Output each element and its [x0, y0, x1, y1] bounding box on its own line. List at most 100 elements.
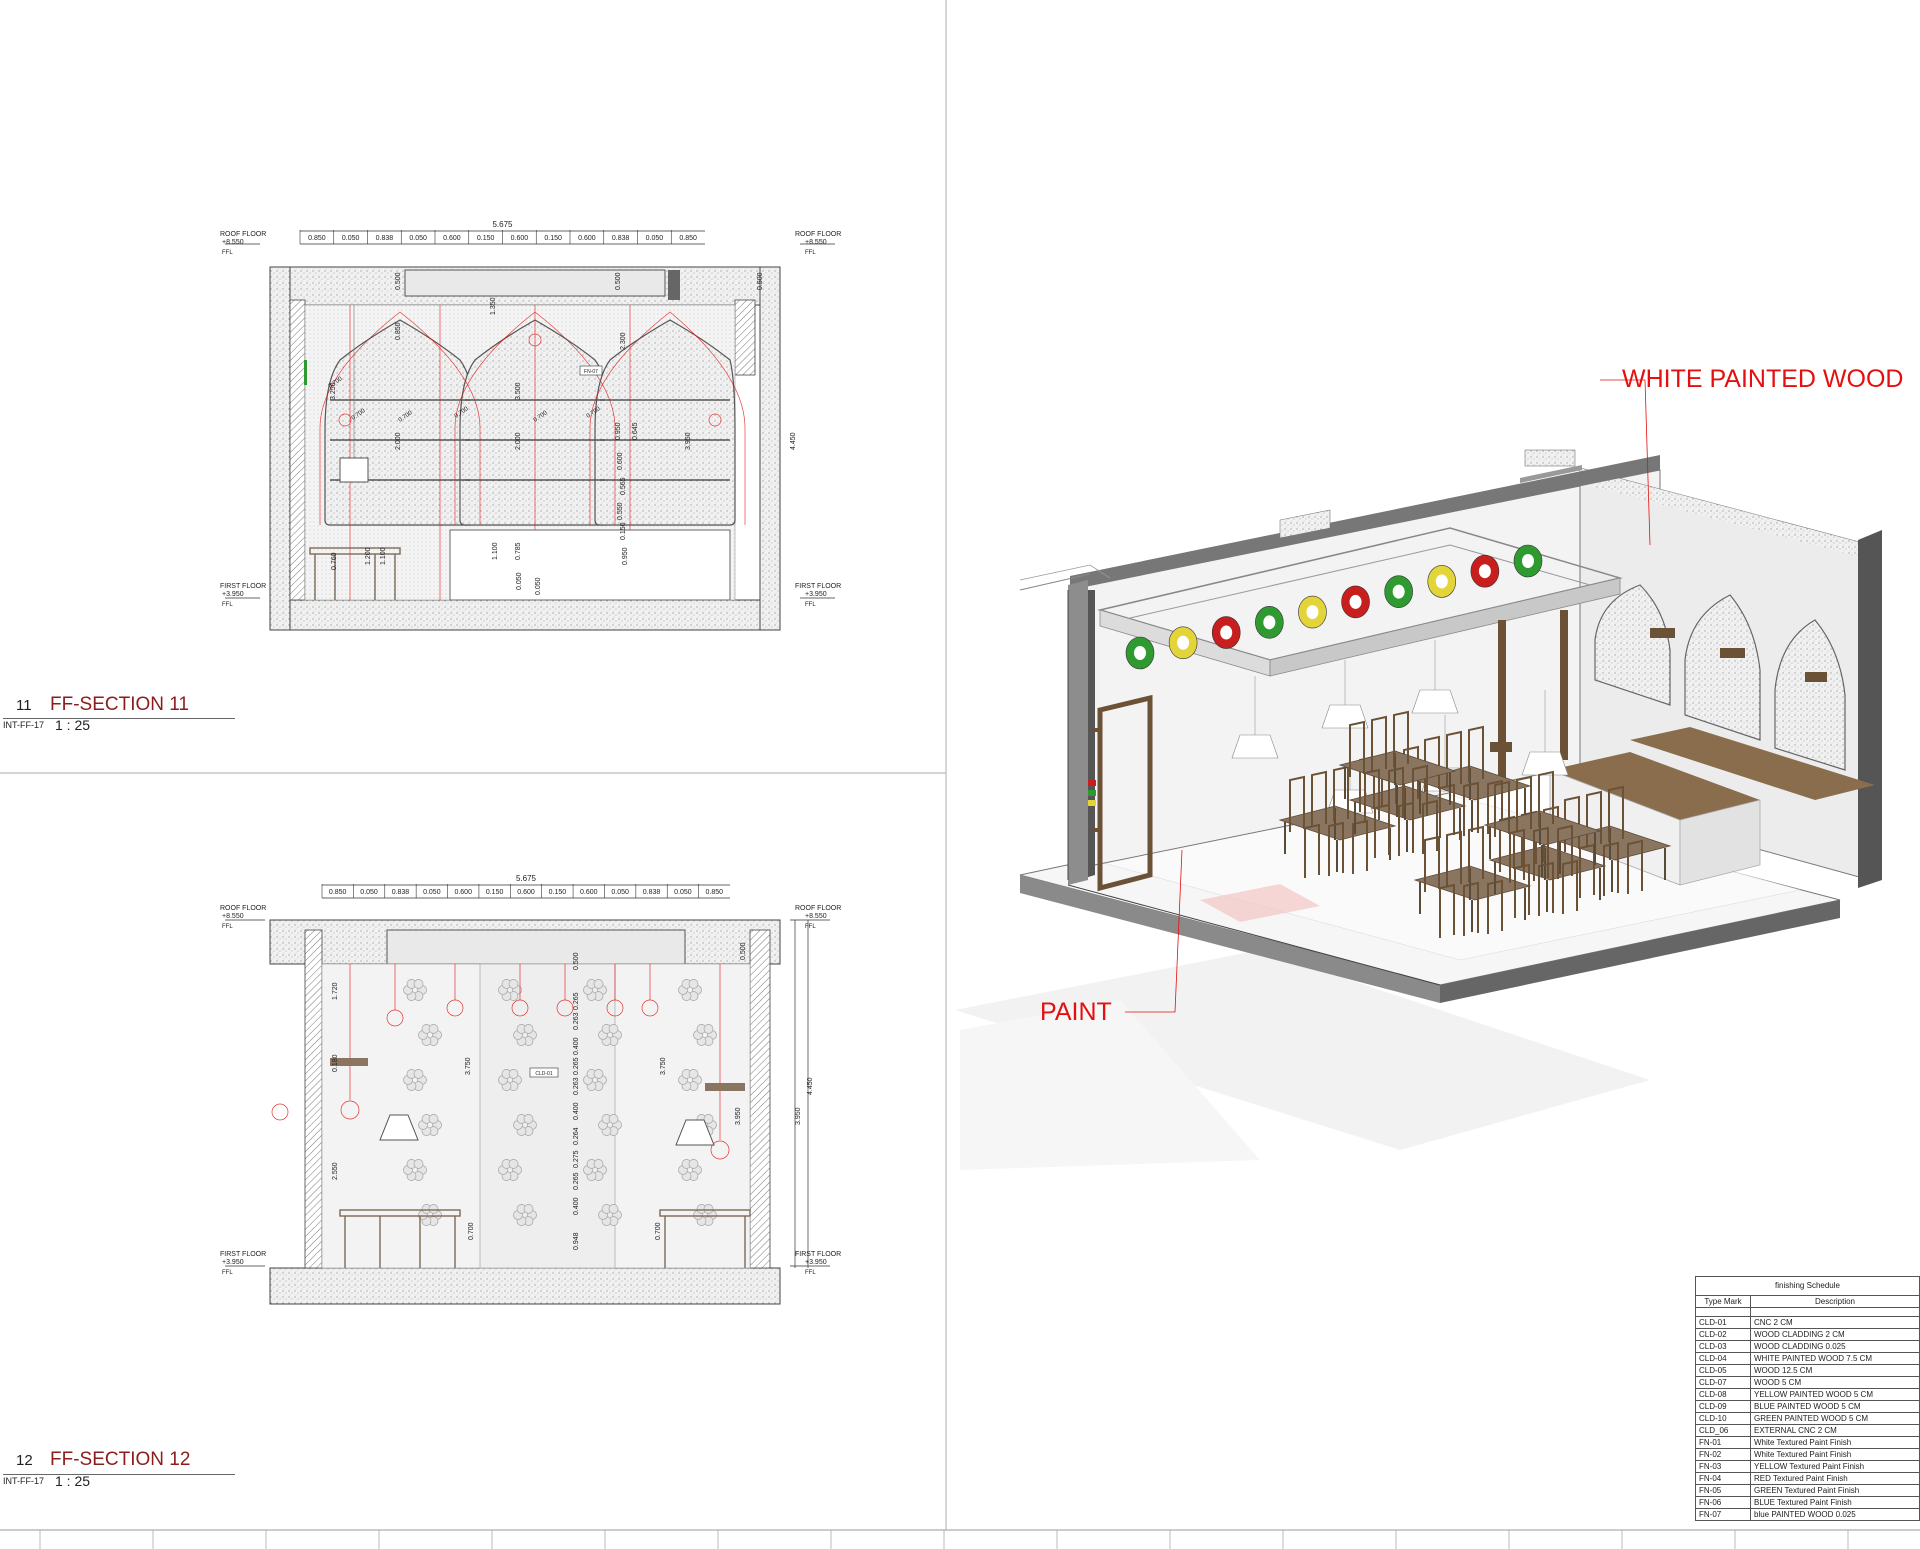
schedule-type-mark: CLD-04 — [1695, 1352, 1751, 1365]
vertical-dimension: 0.264 — [573, 1127, 580, 1145]
floor-level-value: +3.950 — [222, 1259, 244, 1266]
schedule-description: CNC 2 CM — [1750, 1316, 1920, 1329]
top-dimension: 0.050 — [611, 889, 629, 896]
schedule-description: GREEN Textured Paint Finish — [1750, 1484, 1920, 1497]
section-12-title: FF-SECTION 12 — [50, 1449, 191, 1470]
schedule-description: White Textured Paint Finish — [1750, 1436, 1920, 1449]
top-dimension: 0.050 — [342, 235, 360, 242]
overall-dimension: 5.675 — [516, 874, 537, 883]
iso-chair — [1562, 859, 1578, 914]
vertical-dimension: 0.180 — [332, 1054, 339, 1072]
section-11-underline — [3, 718, 235, 719]
schedule-description: blue PAINTED WOOD 0.025 — [1750, 1508, 1920, 1521]
top-dimension: 0.838 — [643, 889, 661, 896]
vertical-dimension: 4.450 — [807, 1077, 814, 1095]
schedule-type-mark: FN-07 — [1695, 1508, 1751, 1521]
iso-chair — [1311, 770, 1327, 827]
ffl-label: FFL — [805, 250, 816, 256]
pattern-petal — [428, 1204, 439, 1214]
floor-level-label: FIRST FLOOR — [220, 583, 266, 590]
pattern-petal — [508, 1069, 519, 1079]
ffl-label: FFL — [222, 602, 233, 608]
vertical-dimension: 3.250 — [330, 382, 337, 400]
pattern-petal — [608, 1204, 619, 1214]
pattern-petal — [523, 1024, 534, 1034]
schedule-description: RED Textured Paint Finish — [1750, 1472, 1920, 1485]
vertical-dimension: 0.263 — [573, 1012, 580, 1030]
isometric-view — [955, 379, 1882, 1170]
vertical-dimension: 0.265 — [573, 1172, 580, 1190]
vertical-dimension: 0.400 — [573, 1102, 580, 1120]
roof-level-value: +8.550 — [222, 239, 244, 246]
vertical-dimension: 1.720 — [332, 982, 339, 1000]
iso-chair — [1333, 765, 1349, 822]
schedule-description: YELLOW PAINTED WOOD 5 CM — [1750, 1388, 1920, 1401]
roof-level-value: +8.550 — [805, 239, 827, 246]
iso-chair — [1349, 720, 1365, 777]
pattern-petal — [688, 1069, 699, 1079]
floor-level-label: FIRST FLOOR — [795, 583, 841, 590]
pattern-petal — [593, 1069, 604, 1079]
section-12-underline — [3, 1474, 235, 1475]
iso-chair — [1468, 825, 1484, 882]
section-11-title: FF-SECTION 11 — [50, 694, 189, 715]
vertical-dimension: 0.265 — [573, 992, 580, 1010]
vertical-dimension: 0.400 — [573, 1197, 580, 1215]
pattern-petal — [608, 1024, 619, 1034]
roof-level-label: ROOF FLOOR — [795, 905, 841, 912]
floor-level-value: +3.950 — [805, 591, 827, 598]
pattern-petal — [428, 1024, 439, 1034]
ffl-label: FFL — [805, 924, 816, 930]
top-dimension: 0.838 — [612, 235, 630, 242]
top-dimension: 0.050 — [360, 889, 378, 896]
vertical-dimension: 0.263 — [573, 1077, 580, 1095]
iso-chair — [1603, 841, 1619, 896]
roof-level-label: ROOF FLOOR — [220, 905, 266, 912]
callout-paint: PAINT — [1040, 998, 1112, 1026]
pattern-petal — [413, 1069, 424, 1079]
top-dimension: 0.600 — [511, 235, 529, 242]
pattern-petal — [593, 979, 604, 989]
schedule-description: GREEN PAINTED WOOD 5 CM — [1750, 1412, 1920, 1425]
finishing-schedule: finishing Schedule Type Mark Description… — [1695, 1276, 1920, 1521]
top-dimension: 0.150 — [477, 235, 495, 242]
vertical-dimension: 3.950 — [685, 432, 692, 450]
pattern-petal — [508, 979, 519, 989]
top-dimension: 0.600 — [454, 889, 472, 896]
vertical-dimension: 0.700 — [468, 1222, 475, 1240]
pattern-petal — [593, 1159, 604, 1169]
vertical-dimension: 0.265 — [573, 1057, 580, 1075]
schedule-type-mark: CLD-02 — [1695, 1328, 1751, 1341]
section-11-drawing — [225, 230, 835, 631]
ffl-label: FFL — [805, 602, 816, 608]
top-dimension: 0.600 — [578, 235, 596, 242]
vertical-dimension: 3.950 — [795, 1107, 802, 1125]
top-dimension: 0.050 — [674, 889, 692, 896]
iso-chair — [1627, 839, 1643, 894]
vertical-dimension: 0.500 — [395, 272, 402, 290]
roof-level-value: +8.550 — [222, 913, 244, 920]
top-dimension: 0.150 — [544, 235, 562, 242]
top-dimension: 0.600 — [443, 235, 461, 242]
ffl-label: FFL — [805, 1270, 816, 1276]
schedule-description: YELLOW Textured Paint Finish — [1750, 1460, 1920, 1473]
iso-chair — [1463, 881, 1479, 936]
schedule-type-mark: CLD_06 — [1695, 1424, 1751, 1437]
iso-chair — [1516, 775, 1532, 832]
iso-chair — [1289, 775, 1305, 832]
pattern-petal — [703, 1114, 714, 1124]
vertical-dimension: 0.400 — [573, 1037, 580, 1055]
